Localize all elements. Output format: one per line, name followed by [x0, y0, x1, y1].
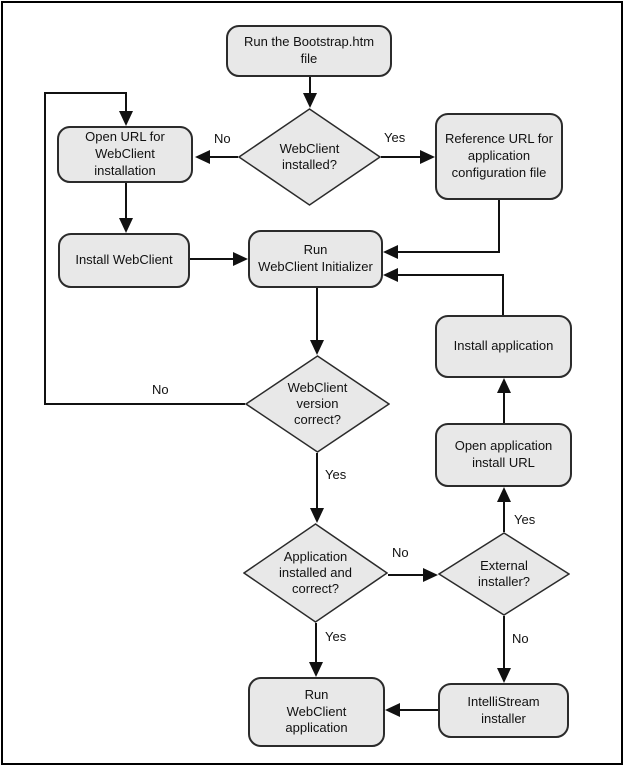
node-reference-url-config-file: Reference URL for application configurat…	[435, 113, 563, 200]
decision-label: WebClient version correct?	[287, 379, 348, 428]
edge-version-correct-no-loop-to-open-url	[44, 92, 245, 405]
node-run-bootstrap: Run the Bootstrap.htm file	[226, 25, 392, 77]
diamond-shape	[245, 355, 390, 453]
branch-label-version-correct-no: No	[152, 382, 169, 397]
decision-webclient-installed: WebClient installed?	[238, 108, 381, 206]
branch-label-app-installed-yes: Yes	[325, 629, 347, 644]
node-open-url-webclient-installation: Open URL for WebClient installation	[57, 126, 193, 183]
edge-install-application-to-run-initializer	[383, 268, 504, 315]
branch-label-webclient-installed-no: No	[214, 131, 231, 146]
decision-label: External installer?	[477, 557, 531, 589]
node-install-application: Install application	[435, 315, 572, 378]
edge-reference-url-to-run-initializer	[383, 200, 500, 259]
node-install-webclient: Install WebClient	[58, 233, 190, 288]
decision-label: Application installed and correct?	[279, 548, 352, 597]
node-run-webclient-application: Run WebClient application	[248, 677, 385, 747]
decision-label: WebClient installed?	[279, 140, 340, 172]
diamond-shape	[243, 523, 388, 623]
branch-label-app-installed-no: No	[392, 545, 409, 560]
branch-label-external-installer-yes: Yes	[514, 512, 536, 527]
diamond-shape	[438, 532, 570, 616]
branch-label-webclient-installed-yes: Yes	[384, 130, 406, 145]
decision-webclient-version-correct: WebClient version correct?	[245, 355, 390, 453]
diamond-shape	[238, 108, 381, 206]
branch-label-version-correct-yes: Yes	[325, 467, 347, 482]
decision-external-installer: External installer?	[438, 532, 570, 616]
node-run-webclient-initializer: Run WebClient Initializer	[248, 230, 383, 288]
branch-label-external-installer-no: No	[512, 631, 529, 646]
decision-application-installed-correct: Application installed and correct?	[243, 523, 388, 623]
node-open-application-install-url: Open application install URL	[435, 423, 572, 487]
node-intellistream-installer: IntelliStream installer	[438, 683, 569, 738]
